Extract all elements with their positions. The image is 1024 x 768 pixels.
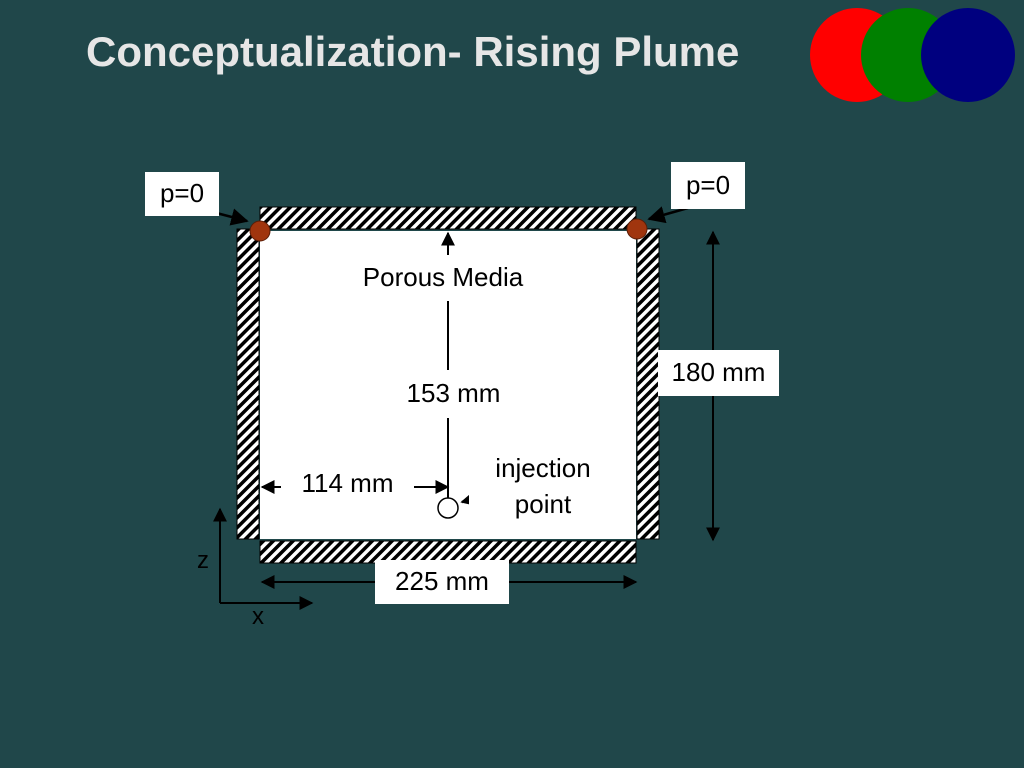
injection-point-label: injection point — [469, 443, 617, 529]
pressure-node-left — [249, 220, 271, 242]
slide-title: Conceptualization- Rising Plume — [86, 28, 740, 75]
injection-point-marker — [437, 497, 459, 519]
x-axis-label: x — [252, 603, 264, 630]
z-axis-label: z — [197, 547, 209, 574]
pressure-label-left: p=0 — [145, 172, 219, 216]
logo-blue-circle — [921, 8, 1015, 102]
pressure-right-pointer — [647, 206, 689, 224]
pressure-node-right — [626, 218, 648, 240]
width-114-label: 114 mm — [281, 460, 414, 507]
left-wall — [236, 228, 260, 540]
porous-media-label: Porous Media — [312, 255, 574, 301]
pressure-label-right: p=0 — [671, 162, 745, 209]
height-153-label: 153 mm — [386, 370, 521, 418]
top-wall — [259, 206, 637, 230]
width-225-label: 225 mm — [375, 560, 509, 604]
height-180-label: 180 mm — [658, 350, 779, 396]
right-wall — [636, 228, 660, 540]
injection-point-label-line1: injection — [495, 452, 591, 483]
injection-point-label-line2: point — [514, 489, 572, 519]
